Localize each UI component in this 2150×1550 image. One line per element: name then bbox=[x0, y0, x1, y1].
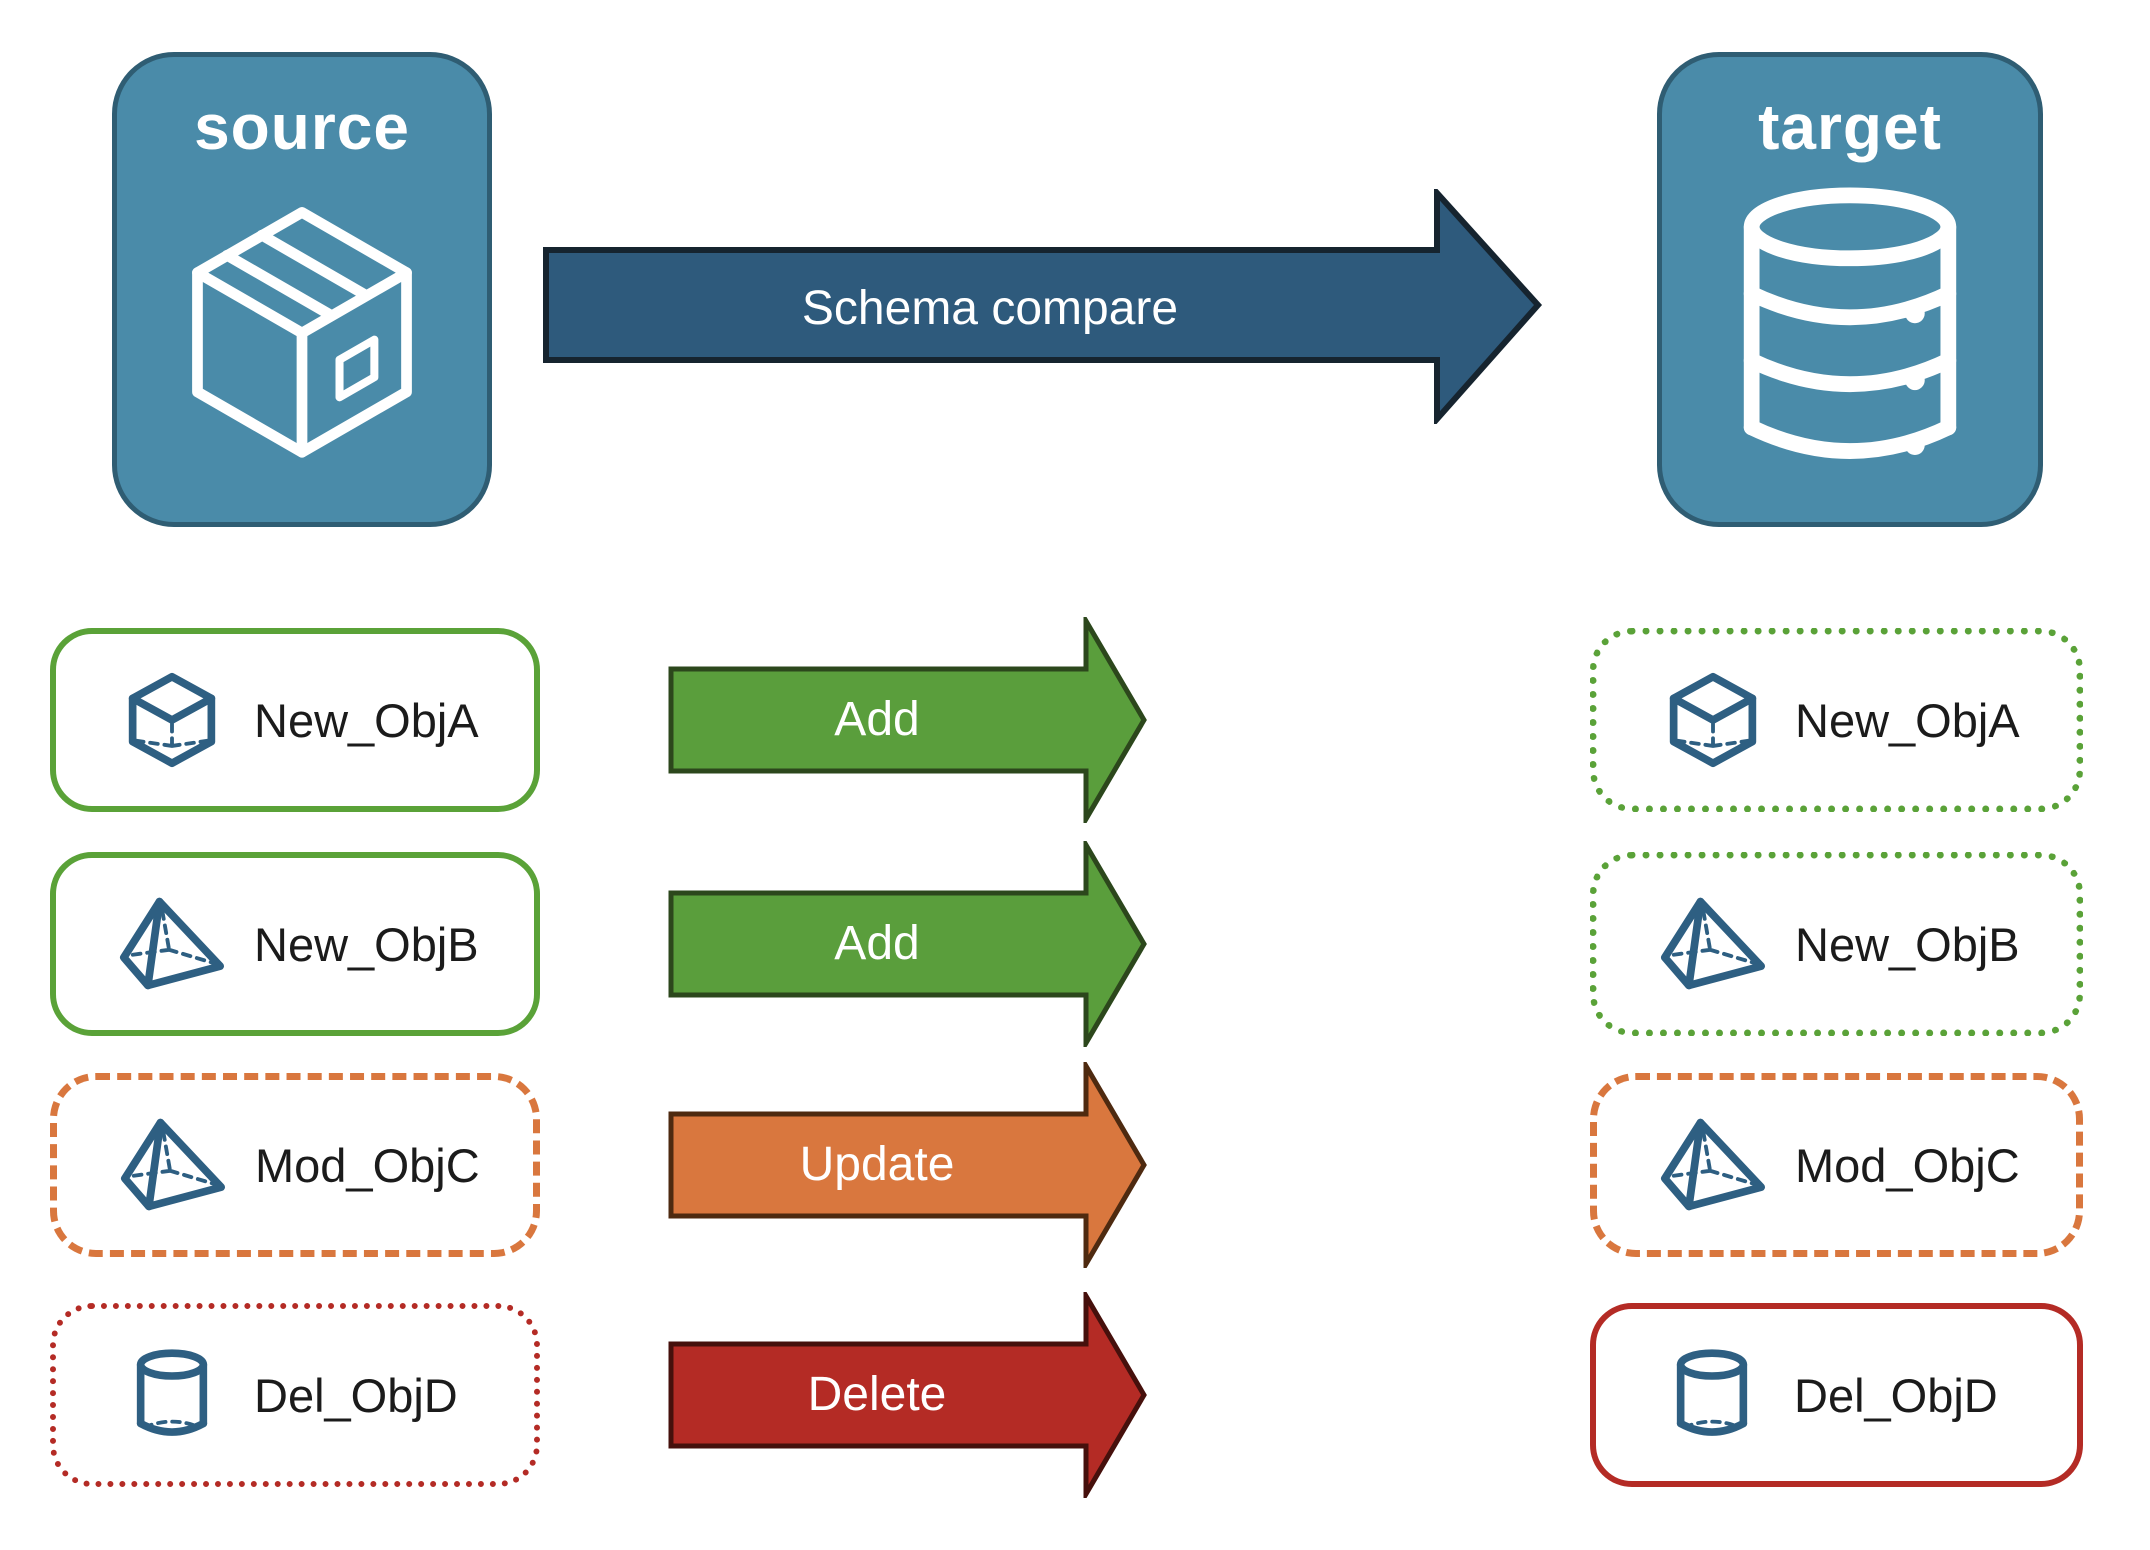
object-name: New_ObjA bbox=[1795, 693, 2020, 747]
object-name: New_ObjB bbox=[1795, 917, 2020, 971]
package-icon bbox=[192, 207, 412, 458]
add-arrow-row1 bbox=[668, 617, 1147, 823]
object-name: Del_ObjD bbox=[254, 1368, 458, 1422]
source-object-box-row1: New_ObjA bbox=[50, 628, 540, 812]
add-arrow-label-row2: Add bbox=[834, 917, 920, 970]
source-node-label: source bbox=[194, 91, 410, 163]
pyramid-icon bbox=[119, 897, 225, 990]
cube-icon bbox=[128, 672, 216, 768]
database-icon bbox=[1743, 187, 1957, 459]
source-node: source bbox=[112, 52, 492, 527]
target-object-box-row1: New_ObjA bbox=[1590, 628, 2083, 812]
pyramid-icon bbox=[120, 1118, 226, 1211]
add-arrow-label-row1: Add bbox=[834, 693, 920, 746]
update-arrow-row3 bbox=[668, 1062, 1147, 1268]
pyramid-icon bbox=[1660, 897, 1766, 990]
cylinder-icon bbox=[136, 1349, 208, 1436]
delete-arrow-row4 bbox=[668, 1292, 1147, 1498]
pyramid-icon bbox=[1660, 1118, 1766, 1211]
target-object-box-row4: Del_ObjD bbox=[1590, 1303, 2083, 1487]
source-object-box-row4: Del_ObjD bbox=[50, 1303, 540, 1487]
delete-arrow-label-row4: Delete bbox=[807, 1368, 947, 1421]
update-arrow-label-row3: Update bbox=[799, 1138, 955, 1191]
target-node: target bbox=[1657, 52, 2043, 527]
source-object-box-row3: Mod_ObjC bbox=[50, 1073, 540, 1257]
cylinder-icon bbox=[1676, 1349, 1748, 1436]
object-name: Mod_ObjC bbox=[1795, 1138, 2020, 1192]
object-name: New_ObjA bbox=[254, 693, 479, 747]
target-object-box-row3: Mod_ObjC bbox=[1590, 1073, 2083, 1257]
add-arrow-row2 bbox=[668, 841, 1147, 1047]
schema-compare-label: Schema compare bbox=[801, 282, 1179, 335]
object-name: New_ObjB bbox=[254, 917, 479, 971]
schema-compare-arrow bbox=[543, 189, 1543, 424]
target-node-label: target bbox=[1758, 91, 1942, 163]
object-name: Mod_ObjC bbox=[255, 1138, 480, 1192]
object-name: Del_ObjD bbox=[1794, 1368, 1998, 1422]
target-object-box-row2: New_ObjB bbox=[1590, 852, 2083, 1036]
cube-icon bbox=[1669, 672, 1757, 768]
source-object-box-row2: New_ObjB bbox=[50, 852, 540, 1036]
